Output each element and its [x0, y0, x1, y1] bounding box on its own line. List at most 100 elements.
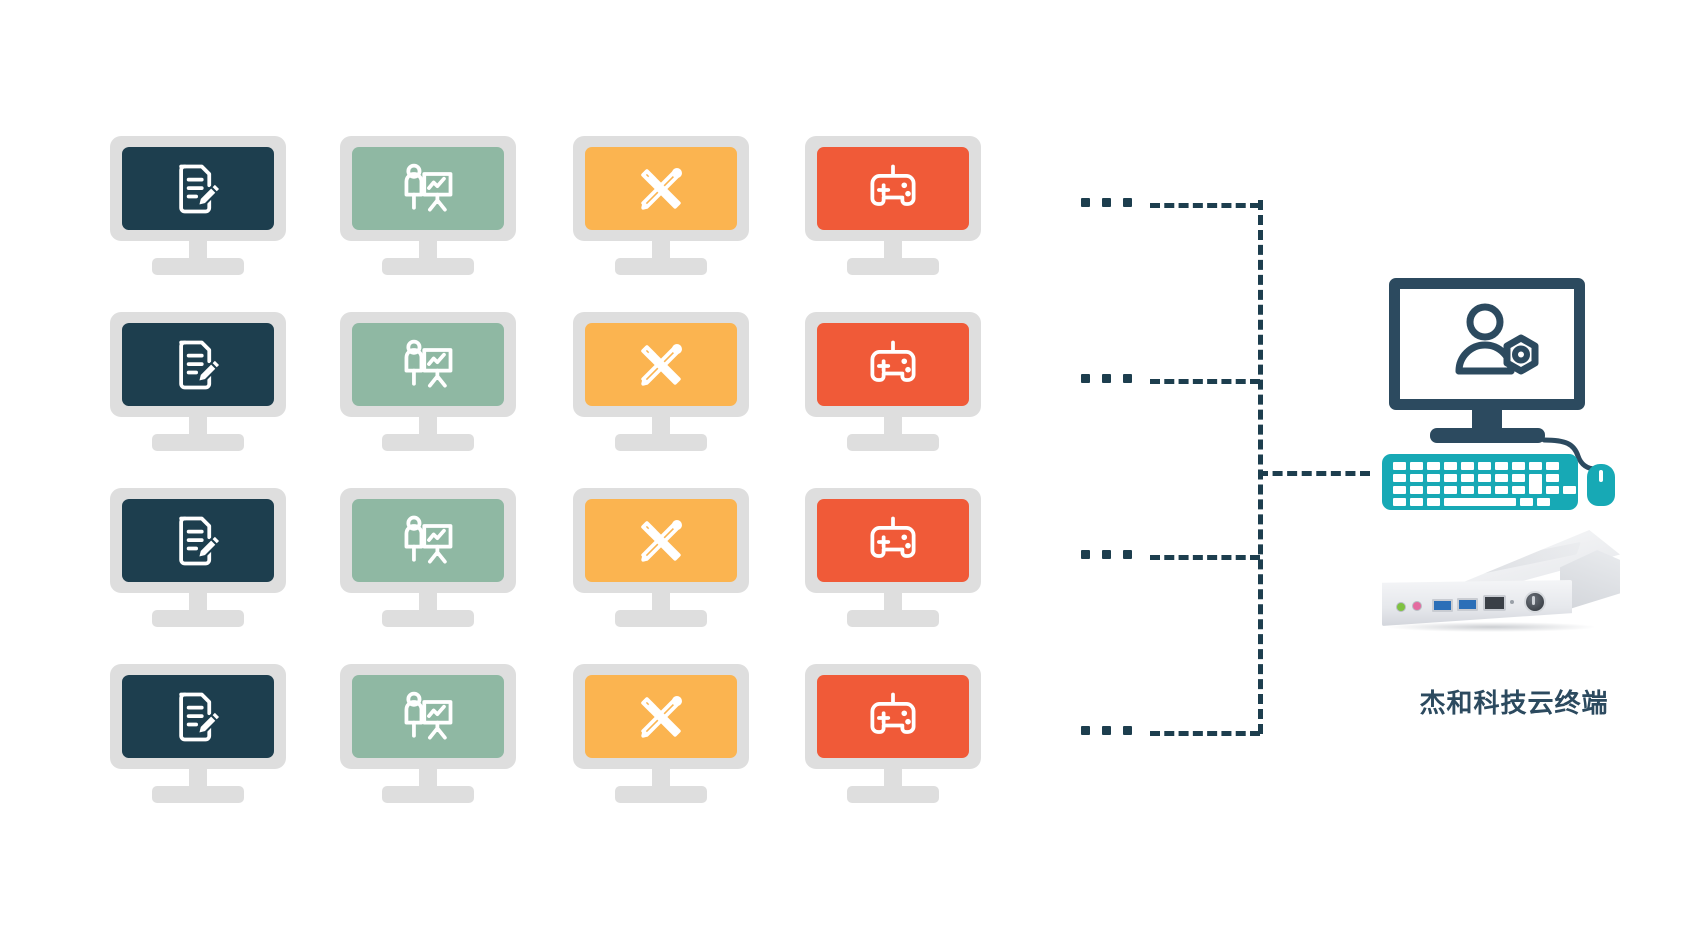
monitor-base [847, 610, 939, 627]
client-monitor[interactable] [110, 664, 286, 803]
presenter-easel-chart-icon [404, 691, 453, 739]
client-monitor[interactable] [805, 488, 981, 627]
monitor-base [152, 786, 244, 803]
ellipsis-dot [1102, 374, 1111, 383]
ellipsis-dot [1123, 550, 1132, 559]
mini-pc-photo[interactable] [1364, 530, 1620, 645]
power-symbol-icon [1532, 596, 1535, 605]
client-monitor[interactable] [573, 136, 749, 275]
monitor-base [615, 258, 707, 275]
gamepad-icon [870, 340, 916, 382]
monitor-base [152, 434, 244, 451]
connector-row-1 [1150, 203, 1260, 208]
monitor-base [152, 258, 244, 275]
client-monitor[interactable] [340, 136, 516, 275]
monitor-screen [817, 499, 969, 582]
monitor-screen [585, 147, 737, 230]
gamepad-icon [870, 516, 916, 558]
connector-to-server [1258, 471, 1370, 476]
monitor-base [847, 434, 939, 451]
monitor-base [382, 434, 474, 451]
lan-port [1483, 595, 1506, 611]
ellipsis-dot [1081, 198, 1090, 207]
row-ellipsis [1081, 374, 1132, 383]
client-monitor[interactable] [340, 488, 516, 627]
ellipsis-dot [1081, 726, 1090, 735]
row-ellipsis [1081, 198, 1132, 207]
monitor-base [615, 786, 707, 803]
client-monitor[interactable] [573, 488, 749, 627]
gamepad-icon [870, 692, 916, 734]
client-monitor[interactable] [340, 312, 516, 451]
monitor-base [382, 610, 474, 627]
ellipsis-dot [1123, 198, 1132, 207]
monitor-screen [817, 675, 969, 758]
document-pencil-icon [179, 516, 222, 565]
client-monitor[interactable] [340, 664, 516, 803]
document-pencil-icon [179, 164, 222, 213]
document-pencil-icon [179, 340, 222, 389]
device-front-panel [1382, 580, 1572, 626]
ellipsis-dot [1123, 726, 1132, 735]
client-monitor[interactable] [573, 664, 749, 803]
device-shadow [1388, 622, 1594, 632]
monitor-base [382, 258, 474, 275]
monitor-base [615, 434, 707, 451]
document-pencil-icon [179, 692, 222, 741]
usb-port [1457, 598, 1478, 611]
monitor-screen [585, 675, 737, 758]
presenter-easel-chart-icon [404, 163, 453, 211]
monitor-screen [352, 675, 504, 758]
client-monitor[interactable] [805, 664, 981, 803]
ellipsis-dot [1081, 374, 1090, 383]
connector-row-3 [1150, 555, 1260, 560]
client-monitor[interactable] [110, 312, 286, 451]
host-monitor-base [1430, 428, 1545, 443]
presenter-easel-chart-icon [404, 339, 453, 387]
cloud-terminal-host[interactable] [1382, 278, 1615, 510]
ellipsis-dot [1102, 550, 1111, 559]
connector-row-4 [1150, 731, 1260, 736]
client-monitor[interactable] [805, 312, 981, 451]
monitor-screen [817, 147, 969, 230]
client-monitor[interactable] [110, 488, 286, 627]
monitor-screen [817, 323, 969, 406]
host-monitor-neck [1472, 410, 1502, 432]
row-ellipsis [1081, 726, 1132, 735]
monitor-screen [352, 499, 504, 582]
keyboard-icon[interactable] [1382, 454, 1578, 510]
connector-row-2 [1150, 379, 1260, 384]
ellipsis-dot [1102, 198, 1111, 207]
mouse-icon[interactable] [1587, 464, 1615, 506]
ellipsis-dot [1081, 550, 1090, 559]
monitor-screen [122, 147, 274, 230]
ruler-pencil-icon [641, 343, 682, 386]
monitor-base [382, 786, 474, 803]
power-button[interactable] [1524, 591, 1546, 613]
monitor-screen [352, 323, 504, 406]
monitor-screen [122, 499, 274, 582]
monitor-base [152, 610, 244, 627]
usb-port [1432, 599, 1453, 612]
monitor-base [847, 786, 939, 803]
monitor-screen [352, 147, 504, 230]
device-caption: 杰和科技云终端 [1419, 689, 1609, 719]
mouse-wheel [1599, 470, 1603, 482]
ruler-pencil-icon [641, 167, 682, 210]
monitor-screen [585, 499, 737, 582]
connector-trunk-vertical [1258, 200, 1263, 734]
gamepad-icon [870, 164, 916, 206]
mic-in-jack [1412, 601, 1422, 611]
ellipsis-dot [1102, 726, 1111, 735]
presenter-easel-chart-icon [404, 515, 453, 563]
user-admin-gear-icon [1455, 303, 1539, 375]
row-ellipsis [1081, 550, 1132, 559]
audio-out-jack [1396, 602, 1406, 612]
ruler-pencil-icon [641, 519, 682, 562]
status-led [1510, 600, 1514, 604]
client-monitor[interactable] [805, 136, 981, 275]
client-monitor[interactable] [573, 312, 749, 451]
monitor-base [615, 610, 707, 627]
client-monitor[interactable] [110, 136, 286, 275]
